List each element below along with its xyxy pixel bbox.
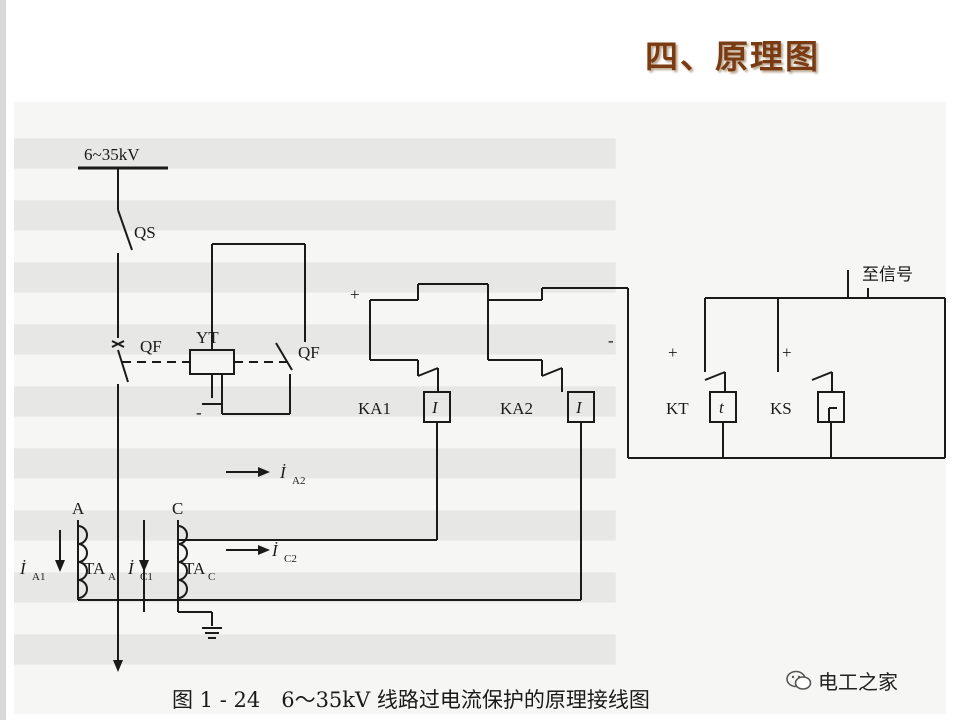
phase-a-label: A — [72, 499, 85, 518]
kt-coil-label: t — [719, 398, 725, 417]
qs-label: QS — [134, 223, 156, 242]
slide-title: 四、原理图 — [645, 37, 820, 76]
i-c1-label: İ — [127, 559, 135, 578]
qf-left-label: QF — [140, 337, 162, 356]
ka1-label: KA1 — [358, 399, 391, 418]
ka2-coil-label: I — [575, 398, 583, 417]
ta-a-label: TA — [84, 559, 106, 578]
ks-contact — [811, 371, 833, 381]
wechat-icon — [786, 670, 812, 690]
kt-contact — [704, 371, 726, 381]
phase-c-label: C — [172, 499, 183, 518]
watermark-text: 电工之家 — [818, 670, 898, 694]
scanned-page — [14, 102, 946, 714]
i-a2-label: İ — [279, 463, 287, 482]
watermark: 电工之家 — [786, 666, 898, 695]
i-a2-sub: A2 — [292, 475, 305, 487]
ka2-label: KA2 — [500, 399, 533, 418]
plus-terminal-3: + — [782, 343, 792, 362]
ta-c-sub: C — [208, 571, 215, 583]
to-signal-label: 至信号 — [862, 265, 913, 285]
bleed-through-text: ▆▆▆▆▆▆▆▆▆▆▆▆▆▆▆▆▆▆▆▆▆▆▆▆▆▆▆▆▆▆▆▆▆▆▆▆▆▆▆▆… — [14, 129, 616, 665]
kt-label: KT — [666, 399, 689, 418]
ta-a-winding — [77, 525, 88, 599]
plus-terminal-2: + — [668, 343, 678, 362]
minus-terminal-1: - — [608, 331, 614, 350]
qf-right-label: QF — [298, 343, 320, 362]
i-a1-label: İ — [19, 559, 27, 578]
yt-label: YT — [196, 328, 219, 347]
ta-a-sub: A — [108, 571, 116, 583]
figure-caption: 图 1 - 24 6～35kV 线路过电流保护的原理接线图 — [172, 688, 650, 712]
ks-label: KS — [770, 399, 792, 418]
ta-c-winding — [177, 525, 188, 599]
minus-terminal-2: - — [196, 403, 202, 422]
bus-voltage-label: 6~35kV — [84, 145, 140, 164]
i-c1-sub: C1 — [140, 571, 153, 583]
plus-terminal-1: + — [350, 285, 360, 304]
qs-switch — [117, 209, 133, 251]
qf-aux-contact — [275, 342, 293, 371]
i-a1-sub: A1 — [32, 571, 45, 583]
ka2-contact — [541, 367, 563, 377]
yt-trip-coil — [189, 349, 235, 375]
ka1-contact — [417, 367, 439, 377]
ta-c-label: TA — [184, 559, 206, 578]
i-c2-label: İ — [271, 541, 279, 560]
i-c2-sub: C2 — [284, 553, 297, 565]
ka1-coil-label: I — [431, 398, 439, 417]
